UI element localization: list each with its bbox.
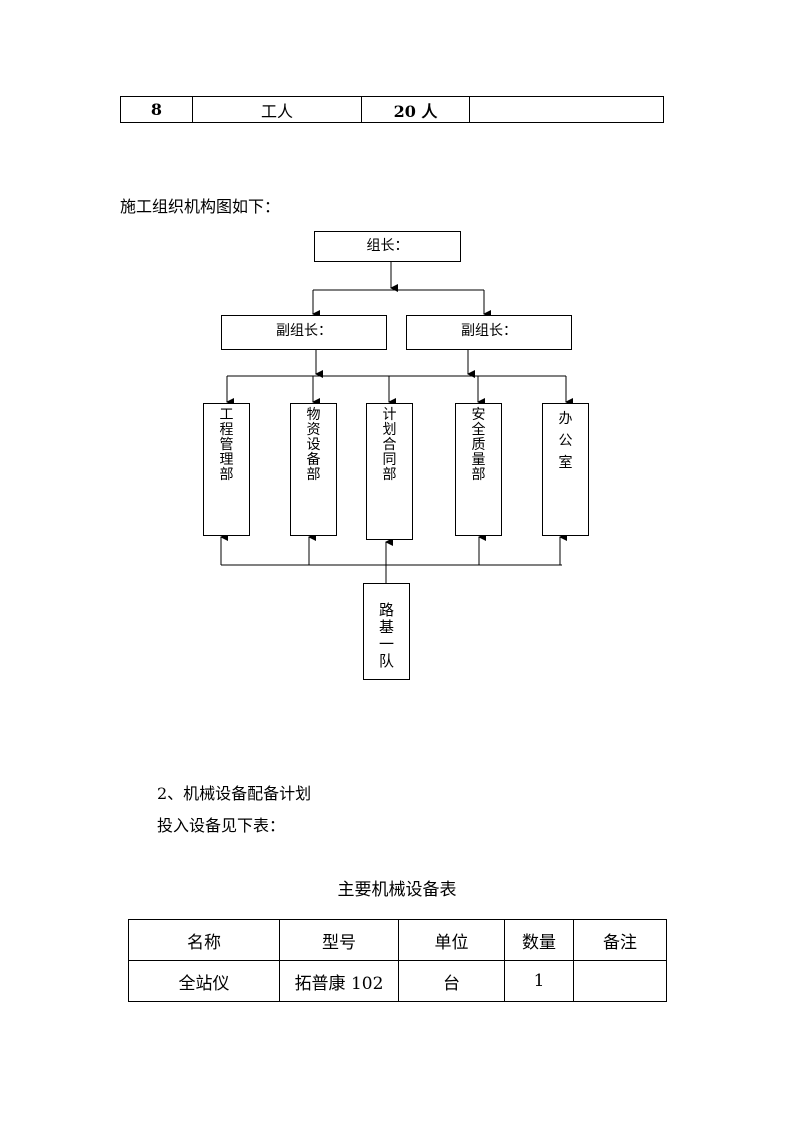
table-row: 8 工人 20 人 bbox=[120, 96, 664, 123]
header-name: 名称 bbox=[128, 919, 280, 961]
dept-office-box: 办公室 bbox=[542, 403, 589, 536]
header-remarks: 备注 bbox=[573, 919, 667, 961]
dept-contracts-box: 计划合同部 bbox=[366, 403, 413, 540]
team-label: 路基一队 bbox=[378, 601, 394, 670]
dept-engineering-label: 工程管理部 bbox=[219, 407, 234, 483]
table-header-row: 名称 型号 单位 数量 备注 bbox=[128, 919, 667, 961]
cell-remarks bbox=[573, 960, 667, 1002]
dept-contracts-label: 计划合同部 bbox=[382, 407, 397, 483]
section-heading: 2、机械设备配备计划 bbox=[157, 784, 312, 803]
equipment-table: 名称 型号 单位 数量 备注 全站仪 拓普康 102 台 1 bbox=[128, 919, 667, 1002]
deputy-left-box: 副组长： bbox=[221, 315, 387, 350]
deputy-right-box: 副组长： bbox=[406, 315, 572, 350]
row-number: 8 bbox=[120, 96, 193, 123]
header-quantity: 数量 bbox=[504, 919, 574, 961]
header-unit: 单位 bbox=[398, 919, 505, 961]
dept-safety-label: 安全质量部 bbox=[471, 407, 486, 483]
equipment-table-title: 主要机械设备表 bbox=[337, 880, 457, 900]
section-intro: 投入设备见下表： bbox=[157, 816, 286, 835]
org-chart-intro: 施工组织机构图如下： bbox=[120, 197, 281, 216]
team-box: 路基一队 bbox=[363, 583, 410, 680]
cell-name: 全站仪 bbox=[128, 960, 280, 1002]
dept-office-label: 办公室 bbox=[558, 411, 573, 471]
table-row: 全站仪 拓普康 102 台 1 bbox=[128, 960, 667, 1002]
staff-table: 8 工人 20 人 bbox=[120, 96, 664, 123]
leader-box: 组长： bbox=[314, 231, 461, 262]
dept-safety-box: 安全质量部 bbox=[455, 403, 502, 536]
dept-engineering-box: 工程管理部 bbox=[203, 403, 250, 536]
dept-materials-label: 物资设备部 bbox=[306, 407, 321, 483]
header-model: 型号 bbox=[279, 919, 399, 961]
row-note bbox=[469, 96, 664, 123]
cell-quantity: 1 bbox=[504, 960, 574, 1002]
dept-materials-box: 物资设备部 bbox=[290, 403, 337, 536]
cell-model: 拓普康 102 bbox=[279, 960, 399, 1002]
cell-unit: 台 bbox=[398, 960, 505, 1002]
